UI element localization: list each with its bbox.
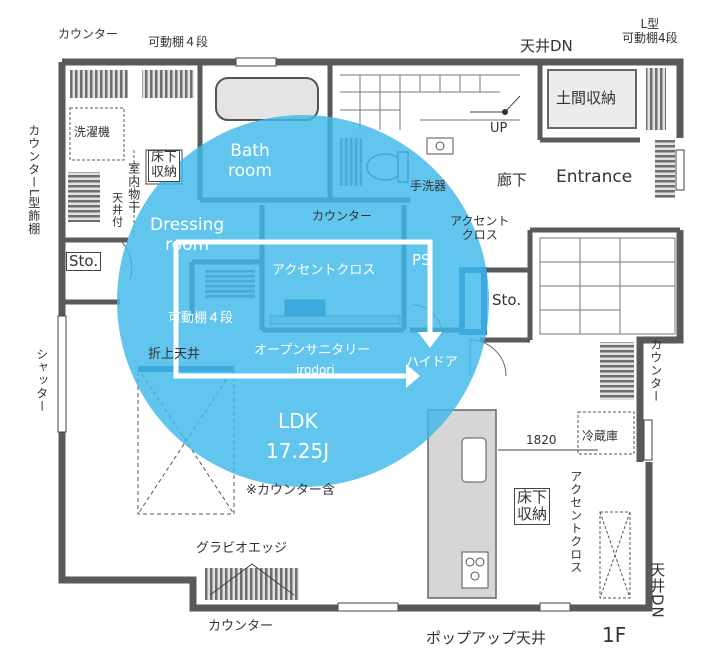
entrance-storage-box <box>547 69 637 129</box>
stairs-lower <box>539 237 676 335</box>
label-accent-cloth-center: アクセントクロス <box>272 263 376 278</box>
label-counter-l-shelf-left: カウンターL型飾棚 <box>26 124 41 236</box>
route-arrow-head-2 <box>418 332 442 348</box>
gravio-edge-curve <box>209 563 295 596</box>
movable-shelf-top <box>142 70 194 98</box>
label-underfloor-storage-left: 床下 収納 <box>148 150 181 182</box>
exterior-walls <box>58 58 684 612</box>
label-dressing-room: Dressing room <box>150 215 225 255</box>
burner-3 <box>470 571 480 581</box>
stairs-up-dot <box>502 109 508 115</box>
label-fridge: 冷蔵庫 <box>582 429 619 443</box>
label-storage-left: Sto. <box>66 252 102 272</box>
rear-storage <box>599 511 631 599</box>
counter-top-left <box>70 70 128 98</box>
label-movable-shelf-top: 可動棚４段 <box>148 35 209 49</box>
label-accent-cloth-right: アクセント クロス <box>450 214 510 242</box>
rear-storage-x2 <box>599 511 631 599</box>
label-counter-bottom: カウンター <box>208 619 274 634</box>
label-popup-ceiling: ポップアップ天井 <box>426 629 547 647</box>
label-storage-right: Sto. <box>492 291 522 309</box>
bottom-counter-hatch <box>205 568 299 600</box>
label-open-sanitary: オープンサニタリー <box>254 343 371 358</box>
label-floor: 1F <box>602 623 627 647</box>
label-accent-cloth-kitchen: アクセントクロス <box>568 470 583 574</box>
route-arrow-head-1 <box>406 364 420 388</box>
stairs-up-arrow <box>470 95 521 113</box>
label-entrance-storage: 土間収納 <box>556 89 617 107</box>
windows <box>57 57 685 612</box>
label-ceiling-dn-top: 天井DN <box>520 37 573 55</box>
label-l-shelf-top: L型 可動棚4段 <box>622 17 678 45</box>
stairs-upper <box>340 74 520 130</box>
fridge-area <box>577 411 635 455</box>
route-arrow-top <box>176 239 433 334</box>
label-hand-wash: 手洗器 <box>410 179 447 193</box>
entrance-counter-hatch <box>655 140 675 198</box>
burner-2 <box>475 557 485 567</box>
label-counter-note: ※カウンター含 <box>246 483 335 498</box>
label-ceiling-attached: 天井付 <box>110 192 124 228</box>
label-movable-shelf-dressing: 可動棚４段 <box>168 311 234 326</box>
label-shutter: シャッター <box>34 348 49 413</box>
label-toilet-counter: カウンター <box>312 209 373 223</box>
cooktop <box>461 551 489 589</box>
label-underfloor-storage-kitchen: 床下 収納 <box>514 488 551 525</box>
label-up: UP <box>490 121 508 136</box>
label-dimension: 1820 <box>526 433 557 447</box>
label-folding-ceiling: 折上天井 <box>148 347 201 362</box>
highlight-circle <box>117 115 489 487</box>
kitchen-sink <box>461 437 487 483</box>
label-entrance: Entrance <box>556 167 633 187</box>
label-counter-top-left: カウンター <box>58 27 119 41</box>
label-drying-rack: 室内物干 <box>126 162 141 214</box>
counter-left-wall <box>68 172 100 222</box>
label-bath: Bath room <box>228 141 272 181</box>
washer-area <box>69 107 125 161</box>
hand-wash-sink <box>426 137 454 155</box>
l-shelf-hatch <box>646 68 666 130</box>
label-hide-door: ハイドア <box>406 355 458 370</box>
label-corridor: 廊下 <box>497 171 528 189</box>
bathtub <box>215 77 319 121</box>
label-irodori: irodori <box>296 363 335 377</box>
label-gravio-edge: グラビオエッジ <box>196 541 288 556</box>
label-counter-right: カウンター <box>648 338 663 403</box>
hand-wash-drain <box>435 141 445 151</box>
label-washer: 洗濯機 <box>74 125 111 139</box>
label-ps: PS <box>412 251 431 269</box>
route-arrow <box>173 242 406 379</box>
label-ceiling-dn-right: 天井DN <box>648 562 667 619</box>
burner-1 <box>465 557 475 567</box>
right-counter-hatch <box>600 342 634 400</box>
label-ldk: LDK <box>278 409 318 433</box>
label-area: 17.25J <box>266 439 330 463</box>
